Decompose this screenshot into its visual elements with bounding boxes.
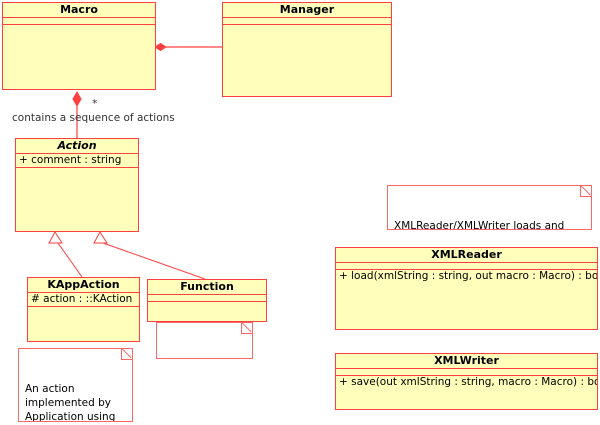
class-title-kappaction: KAppAction: [28, 278, 139, 293]
class-operations-xmlwriter: + save(out xmlString : string, macro : M…: [339, 376, 597, 388]
class-attributes-xmlwriter: [336, 369, 597, 376]
note-fold-icon: [580, 186, 591, 197]
class-title-function: Function: [148, 280, 266, 295]
class-box-xmlwriter[interactable]: XMLWriter + save(out xmlString : string,…: [335, 353, 598, 410]
class-title-action: Action: [16, 139, 138, 154]
class-title-xmlwriter: XMLWriter: [336, 354, 597, 369]
class-operations-kappaction: [28, 307, 139, 341]
class-box-action[interactable]: Action + comment : string: [15, 138, 139, 232]
note-fold-icon: [241, 323, 252, 334]
class-attributes-manager: [223, 18, 391, 25]
class-attributes-xmlreader: [336, 263, 597, 270]
note-xml[interactable]: XMLReader/XMLWriter loads and saves xml …: [387, 185, 592, 230]
class-title-macro: Macro: [3, 3, 155, 18]
note-kappaction[interactable]: An action implemented by Application usi…: [18, 348, 133, 422]
class-attributes-kappaction: # action : ::KAction: [28, 293, 139, 307]
class-attributes-macro: [3, 18, 155, 25]
class-box-kappaction[interactable]: KAppAction # action : ::KAction: [27, 277, 140, 342]
class-operations-action: [16, 168, 138, 231]
class-attributes-action: + comment : string: [16, 154, 138, 168]
class-box-function[interactable]: Function: [147, 279, 267, 322]
note-function-text: Supports return value.: [163, 357, 245, 358]
connector-macro-manager: [154, 42, 222, 52]
multiplicity-label-action: *: [92, 97, 98, 110]
connector-kappaction-action: [48, 231, 83, 278]
note-kappaction-text: An action implemented by Application usi…: [25, 383, 116, 422]
class-box-macro[interactable]: Macro: [2, 2, 156, 90]
class-operations-function: [148, 302, 266, 321]
class-operations-manager: [223, 25, 391, 96]
association-label-contains: contains a sequence of actions: [12, 112, 175, 124]
note-xml-text: XMLReader/XMLWriter loads and saves xml …: [394, 220, 565, 230]
note-fold-icon: [121, 349, 132, 360]
note-function[interactable]: Supports return value.: [156, 322, 253, 359]
connector-function-action: [93, 231, 206, 280]
class-attributes-function: [148, 295, 266, 302]
class-operations-macro: [3, 25, 155, 89]
class-box-xmlreader[interactable]: XMLReader + load(xmlString : string, out…: [335, 247, 598, 330]
class-operations-xmlreader: + load(xmlString : string, out macro : M…: [339, 270, 597, 282]
class-box-manager[interactable]: Manager: [222, 2, 392, 97]
class-title-manager: Manager: [223, 3, 391, 18]
class-title-xmlreader: XMLReader: [336, 248, 597, 263]
